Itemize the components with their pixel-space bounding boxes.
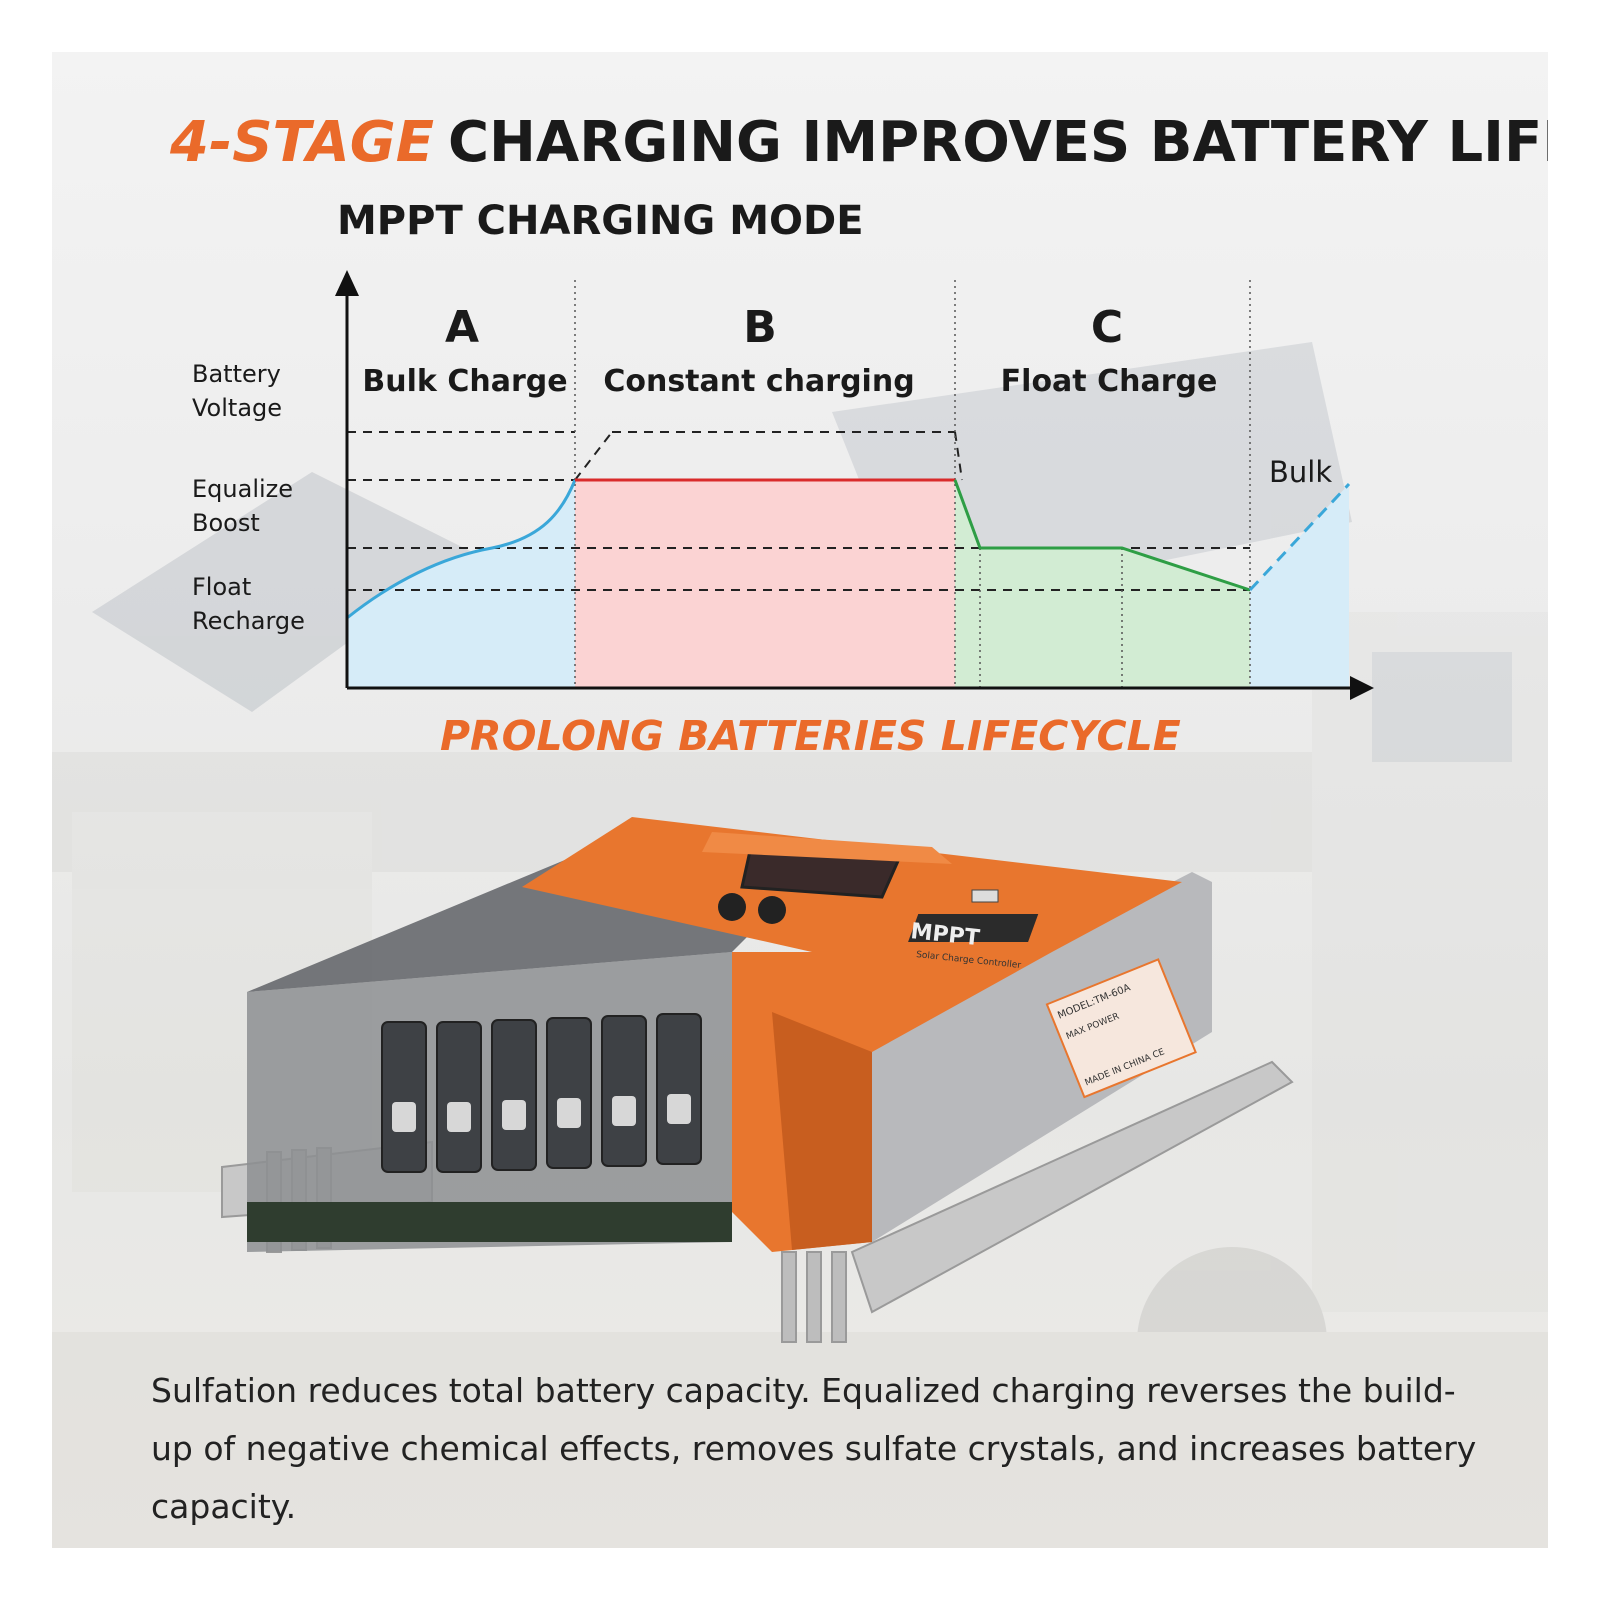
button-left <box>718 893 746 921</box>
rv-wheel <box>1137 1247 1327 1437</box>
rv-window <box>1372 652 1512 762</box>
mppt-badge <box>908 914 1039 942</box>
subheadline: PROLONG BATTERIES LIFECYCLE <box>440 712 1181 760</box>
headline-rest: CHARGING IMPROVES BATTERY LIFE <box>447 110 1548 175</box>
stage-b-region <box>575 480 955 688</box>
chart-title: MPPT CHARGING MODE <box>337 198 864 244</box>
stage-c-letter: C <box>1091 302 1123 353</box>
top-raised-panel <box>702 832 952 864</box>
rv-body-right <box>1312 612 1548 1312</box>
description: Sulfation reduces total battery capacity… <box>151 1371 1477 1526</box>
level-ramp-down <box>954 431 963 481</box>
stage-b-name: Constant charging <box>603 364 914 399</box>
stage-a-letter: A <box>445 302 479 353</box>
float-curve <box>953 479 1251 592</box>
terminal-screws <box>392 1094 691 1132</box>
stage-a-region <box>347 480 575 688</box>
headline-accent: 4-STAGE <box>170 110 434 175</box>
bulk-curve <box>346 479 577 620</box>
stage-a-name: Bulk Charge <box>362 364 567 399</box>
stage-c-name: Float Charge <box>1001 364 1218 399</box>
level-ramp-up <box>574 431 613 481</box>
trailing-bulk-label: Bulk <box>1269 455 1332 489</box>
usb-port <box>971 889 999 903</box>
terminal-blocks <box>381 1013 702 1173</box>
ground <box>52 1332 1548 1548</box>
y-axis-arrow <box>335 270 359 296</box>
stage-c-region <box>955 480 1250 688</box>
circuit-board-edge <box>247 1202 732 1242</box>
x-axis-arrow <box>1350 676 1374 700</box>
orange-shadow <box>772 1012 872 1250</box>
stage-b-letter: B <box>743 302 777 353</box>
charge-controller-image: MPPT Solar Charge Controller MODEL:TM-60… <box>221 817 1294 1343</box>
mounting-plate-right <box>850 1060 1294 1314</box>
charging-diagram: A B C Bulk Charge Constant charging Floa… <box>192 270 1374 700</box>
solar-panel-left <box>92 472 472 712</box>
button-right <box>758 896 786 924</box>
trailing-bulk-curve <box>1248 482 1351 592</box>
housing-right <box>852 872 1212 1242</box>
trailing-bulk-region <box>1250 484 1349 688</box>
